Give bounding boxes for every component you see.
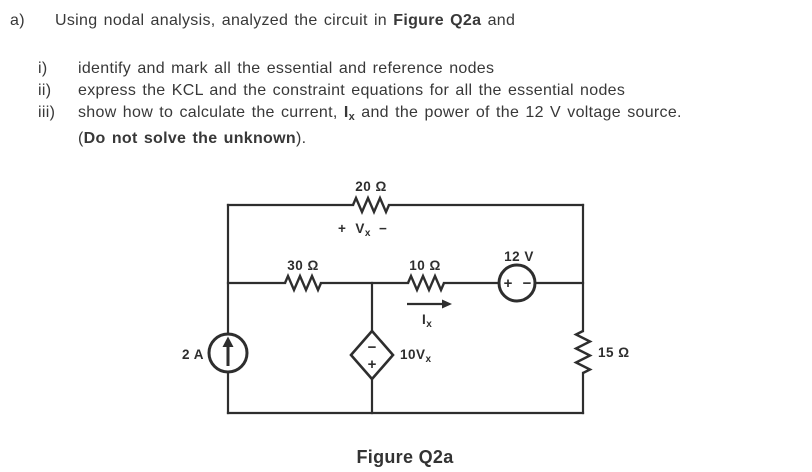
vx-polarity-label: + Vx− bbox=[338, 221, 387, 239]
dep-label-sub: x bbox=[426, 354, 432, 365]
question-intro-row: a) Using nodal analysis, analyzed the ci… bbox=[10, 10, 808, 32]
current-source-2a-symbol bbox=[207, 332, 249, 374]
vx-v: V bbox=[355, 221, 365, 236]
item-iii-text: show how to calculate the current, Ix an… bbox=[78, 102, 808, 128]
voltage-source-12v-symbol bbox=[497, 263, 537, 303]
resistor-20ohm-label: 20 Ω bbox=[355, 179, 387, 194]
question-item-iii: iii) show how to calculate the current, … bbox=[38, 102, 808, 128]
item-iii-label: iii) bbox=[38, 104, 56, 121]
item-ii-label: ii) bbox=[38, 82, 52, 99]
item-i-text: identify and mark all the essential and … bbox=[78, 60, 495, 77]
question-part-label: a) bbox=[10, 12, 25, 29]
ix-current-label: Ix bbox=[422, 312, 432, 330]
ix-main: I bbox=[343, 104, 349, 121]
vx-sub: x bbox=[365, 228, 371, 239]
question-note-row: (Do not solve the unknown). bbox=[38, 128, 808, 150]
intro-pre: Using nodal analysis, analyzed the circu… bbox=[55, 12, 394, 29]
question-item-ii: ii) express the KCL and the constraint e… bbox=[38, 80, 808, 102]
question-subitems: i) identify and mark all the essential a… bbox=[38, 58, 808, 150]
item-ii-text: express the KCL and the constraint equat… bbox=[78, 82, 626, 99]
resistor-10ohm-symbol bbox=[406, 272, 446, 294]
dependent-source-plus-sign: + bbox=[368, 356, 377, 373]
ix-sub: x bbox=[348, 111, 356, 123]
voltage-source-12v-label: 12 V bbox=[504, 249, 534, 264]
dependent-source-minus-sign: − bbox=[368, 339, 377, 356]
ix-label-main: I bbox=[422, 312, 426, 327]
item-iii-post: and the power of the 12 V voltage source… bbox=[355, 104, 682, 121]
note-close: ). bbox=[295, 130, 307, 147]
vx-minus: − bbox=[379, 221, 387, 236]
figure-caption: Figure Q2a bbox=[356, 447, 454, 467]
question-note: (Do not solve the unknown). bbox=[78, 128, 808, 150]
resistor-15ohm-label: 15 Ω bbox=[598, 345, 630, 360]
question-item-i: i) identify and mark all the essential a… bbox=[38, 58, 808, 80]
figure-reference: Figure Q2a bbox=[393, 12, 482, 29]
current-source-arrow-head bbox=[222, 336, 234, 347]
resistor-10ohm-label: 10 Ω bbox=[409, 258, 441, 273]
question-intro-text: Using nodal analysis, analyzed the circu… bbox=[55, 10, 808, 32]
resistor-15ohm-symbol bbox=[573, 329, 593, 375]
voltage-source-plus-sign: + bbox=[504, 275, 513, 292]
dependent-source-symbol bbox=[349, 329, 395, 381]
voltage-source-minus-sign: − bbox=[523, 275, 532, 292]
current-source-2a-label: 2 A bbox=[182, 347, 204, 362]
ix-label-sub: x bbox=[426, 319, 432, 330]
intro-post: and bbox=[481, 12, 516, 29]
question-block: a) Using nodal analysis, analyzed the ci… bbox=[10, 10, 808, 150]
resistor-20ohm-symbol bbox=[351, 194, 391, 216]
resistor-30ohm-label: 30 Ω bbox=[287, 258, 319, 273]
dependent-source-label: 10Vx bbox=[400, 347, 432, 365]
item-iii-pre: show how to calculate the current, bbox=[78, 104, 344, 121]
note-bold: Do not solve the unknown bbox=[83, 130, 296, 147]
note-open: ( bbox=[78, 130, 84, 147]
dep-label-main: 10V bbox=[400, 347, 426, 362]
resistor-30ohm-symbol bbox=[283, 272, 323, 294]
item-i-label: i) bbox=[38, 60, 48, 77]
ix-arrow-head bbox=[442, 299, 452, 309]
vx-plus: + bbox=[338, 221, 346, 236]
ix-symbol: Ix bbox=[343, 104, 356, 123]
